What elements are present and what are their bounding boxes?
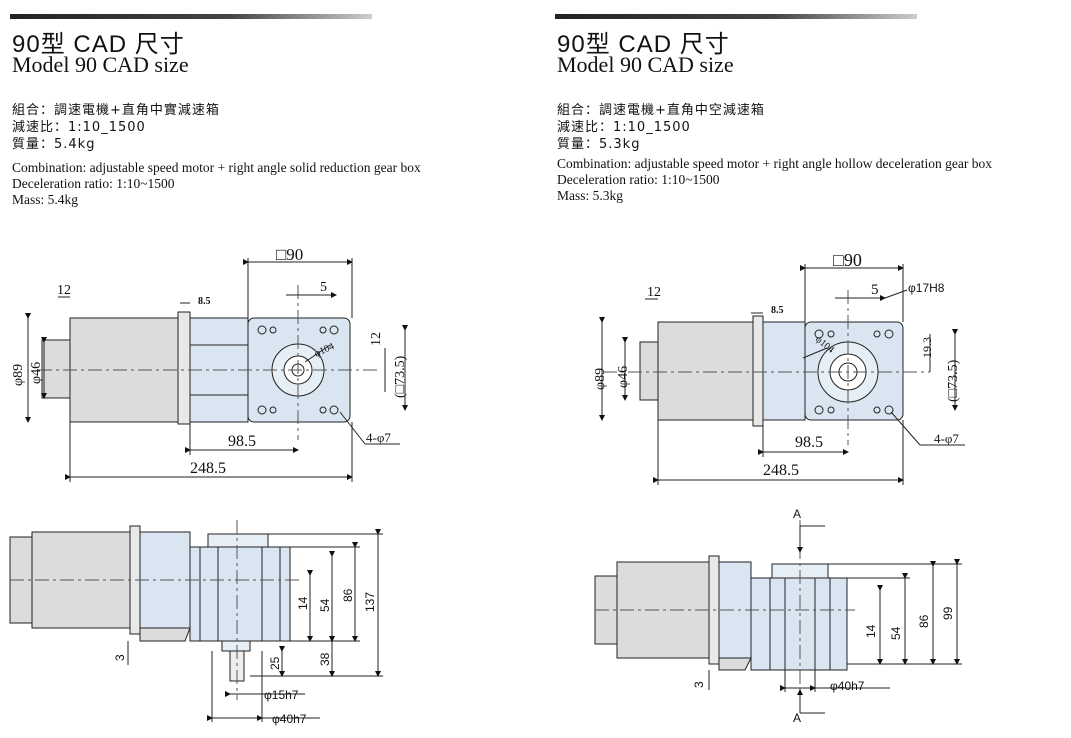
left-drawing: □90 5 12 8.5 φ89 φ46 φ104 12 (□73.5) 98.… xyxy=(9,245,408,726)
dim-12-top: 12 xyxy=(57,283,71,298)
dim-square-73-5: (□73.5) xyxy=(946,359,961,402)
title-rule xyxy=(10,14,372,19)
dim-14: 14 xyxy=(864,624,878,638)
motor-flange xyxy=(177,311,191,425)
side-view xyxy=(9,520,383,722)
top-view xyxy=(599,264,965,485)
combination-en: Combination: adjustable speed motor + ri… xyxy=(12,160,421,175)
dim-holes: 4-φ7 xyxy=(366,430,391,445)
ratio-en: Deceleration ratio: 1:10~1500 xyxy=(12,176,175,191)
dim-54: 54 xyxy=(889,626,903,640)
dim-square-73-5: (□73.5) xyxy=(393,355,408,398)
dim-99: 99 xyxy=(941,606,955,620)
right-drawing: □90 5 φ17H8 12 8.5 φ89 φ46 φ104 19.3 (□7… xyxy=(593,250,965,725)
dim-19-3: 19.3 xyxy=(920,337,934,358)
title-rule xyxy=(555,14,917,19)
ratio-cn: 減速比：1:10_1500 xyxy=(12,120,146,135)
title-chinese: 90型 CAD 尺寸 xyxy=(557,31,730,58)
dim-square-90: □90 xyxy=(276,245,303,264)
title-chinese: 90型 CAD 尺寸 xyxy=(12,31,185,58)
combination-cn: 組合：調速電機+直角中實減速箱 xyxy=(12,103,220,118)
dim-38: 38 xyxy=(318,652,332,666)
dim-137: 137 xyxy=(363,592,377,612)
dim-12-top: 12 xyxy=(647,285,661,300)
section-a-top: A xyxy=(793,507,801,521)
dim-98-5: 98.5 xyxy=(795,434,823,451)
combination-cn: 組合：調速電機+直角中空減速箱 xyxy=(557,103,765,118)
dim-boss: φ40h7 xyxy=(830,679,865,693)
dim-phi46: φ46 xyxy=(616,366,631,388)
dim-8-5: 8.5 xyxy=(198,296,211,307)
motor-end-cap xyxy=(41,339,71,399)
dim-3: 3 xyxy=(113,654,127,661)
dim-shaft: φ15h7 xyxy=(264,688,299,702)
dim-phi89: φ89 xyxy=(11,364,26,386)
dim-3: 3 xyxy=(692,681,706,688)
ratio-cn: 減速比：1:10_1500 xyxy=(557,120,691,135)
dim-5: 5 xyxy=(320,280,327,295)
dim-8-5: 8.5 xyxy=(771,305,784,316)
dim-248-5: 248.5 xyxy=(190,460,226,477)
dim-25: 25 xyxy=(268,656,282,670)
title-english: Model 90 CAD size xyxy=(557,52,734,77)
ratio-en: Deceleration ratio: 1:10~1500 xyxy=(557,172,720,187)
dim-holes: 4-φ7 xyxy=(934,431,959,446)
dim-12-right: 12 xyxy=(369,332,384,346)
mass-en: Mass: 5.3kg xyxy=(557,188,624,203)
dim-phi89: φ89 xyxy=(593,368,608,390)
top-view xyxy=(25,258,408,482)
dim-bore: φ17H8 xyxy=(908,281,945,295)
section-a-bottom: A xyxy=(793,711,801,725)
combination-en: Combination: adjustable speed motor + ri… xyxy=(557,156,992,171)
dim-98-5: 98.5 xyxy=(228,433,256,450)
mass-cn: 質量：5.3kg xyxy=(557,137,641,152)
dim-boss: φ40h7 xyxy=(272,712,307,726)
dim-86: 86 xyxy=(341,588,355,602)
mass-en: Mass: 5.4kg xyxy=(12,192,79,207)
dim-phi46: φ46 xyxy=(29,362,44,384)
right-panel: 90型 CAD 尺寸 Model 90 CAD size 組合：調速電機+直角中… xyxy=(545,0,1071,738)
mass-cn: 質量：5.4kg xyxy=(12,137,96,152)
side-view xyxy=(594,520,962,714)
dim-54: 54 xyxy=(318,598,332,612)
dim-14: 14 xyxy=(296,596,310,610)
title-english: Model 90 CAD size xyxy=(12,52,189,77)
dim-5: 5 xyxy=(871,282,879,298)
dim-248-5: 248.5 xyxy=(763,462,799,479)
left-panel: 90型 CAD 尺寸 Model 90 CAD size 組合：調速電機+直角中… xyxy=(0,0,535,738)
dim-square-90: □90 xyxy=(833,250,862,270)
dim-86: 86 xyxy=(917,614,931,628)
